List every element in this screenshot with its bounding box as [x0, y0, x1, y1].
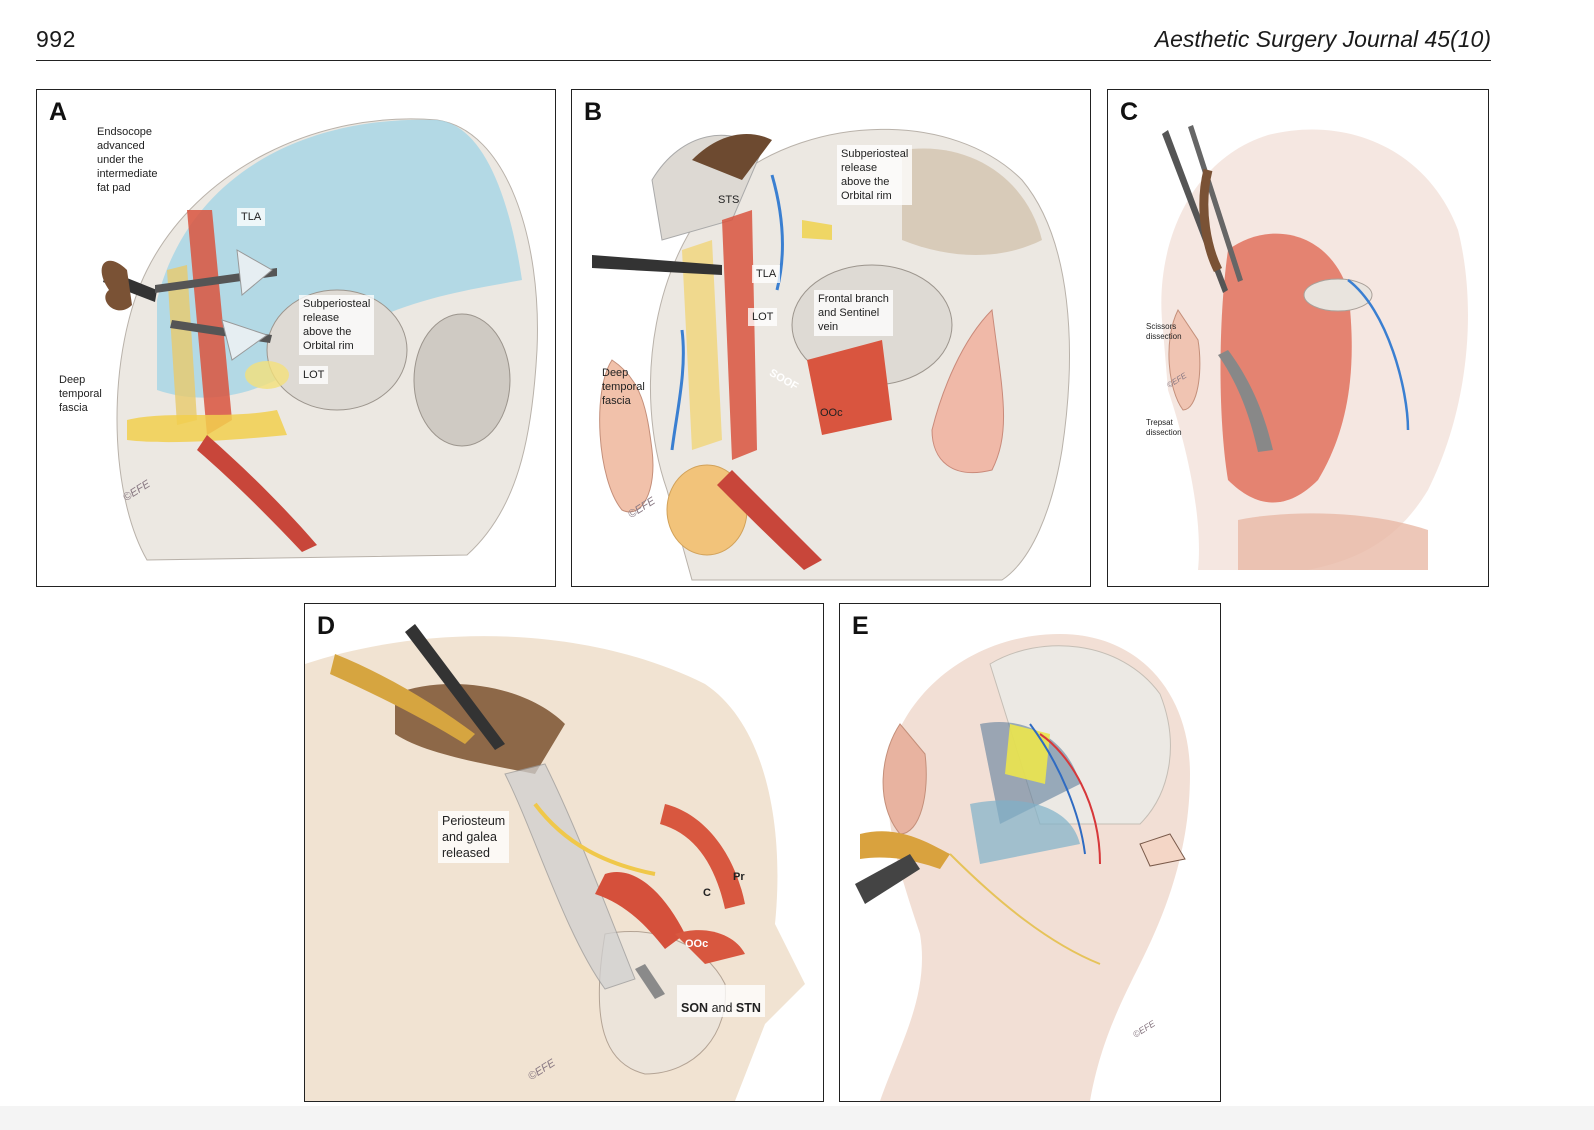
- panel-c-illustration: [1161, 125, 1468, 570]
- panel-b-release-label: Subperiosteal release above the Orbital …: [837, 145, 913, 205]
- panel-d-pr-label: Pr: [733, 871, 745, 883]
- panel-a-lot-label: LOT: [299, 366, 329, 384]
- figure-panel-b: B Subperiosteal release above the Orbita…: [571, 89, 1091, 587]
- panel-d-son-label: SON: [681, 1001, 709, 1015]
- panel-d-nerves-label: SON and STN: [677, 985, 765, 1017]
- panel-c-letter: C: [1120, 98, 1139, 126]
- figure-panel-d: D Periosteum and galea released Pr C OOc…: [304, 603, 824, 1102]
- panel-d-ooc-label: OOc: [685, 938, 709, 950]
- panel-a-fascia-label: Deep temporal fascia: [59, 374, 102, 414]
- panel-b-frontal-label: Frontal branch and Sentinel vein: [814, 290, 893, 336]
- panel-c-scissors-label: Scissors dissection: [1146, 322, 1182, 341]
- page-bottom-strip: [0, 1106, 1594, 1130]
- panel-d-c-label: C: [703, 887, 711, 899]
- running-head: 992 Aesthetic Surgery Journal 45(10): [36, 22, 1491, 61]
- figure-panel-e: E ©EFE: [839, 603, 1221, 1102]
- panel-d-illustration: [305, 624, 805, 1101]
- panel-d-stn-label: STN: [735, 1001, 761, 1015]
- panel-b-letter: B: [584, 98, 603, 126]
- panel-c-trepsat-label: Trepsat dissection: [1146, 418, 1182, 437]
- panel-b-tla-label: TLA: [752, 265, 781, 283]
- panel-b-fascia-label: Deep temporal fascia: [602, 367, 645, 407]
- figure-panel-a: A Endsocope advanced under the intermedi…: [36, 89, 556, 587]
- panel-b-lot-label: LOT: [748, 308, 778, 326]
- panel-a-endoscope-label: Endsocope advanced under the intermediat…: [97, 126, 158, 194]
- panel-e-letter: E: [852, 612, 869, 640]
- page-number: 992: [36, 26, 76, 52]
- panel-d-and-label: and: [711, 1001, 733, 1015]
- panel-e-illustration: [855, 634, 1190, 1101]
- journal-title: Aesthetic Surgery Journal 45(10): [1154, 26, 1491, 52]
- panel-d-letter: D: [317, 612, 336, 640]
- panel-a-release-label: Subperiosteal release above the Orbital …: [299, 295, 375, 355]
- panel-d-periosteum-label: Periosteum and galea released: [438, 811, 510, 863]
- panel-a-tla-label: TLA: [237, 208, 266, 226]
- panel-b-ooc-label: OOc: [820, 407, 843, 419]
- figure-panel-c: C Scissors dissection Trepsat dissection…: [1107, 89, 1489, 587]
- panel-a-letter: A: [49, 98, 68, 126]
- panel-b-illustration: [592, 128, 1070, 581]
- panel-b-sts-label: STS: [718, 194, 740, 206]
